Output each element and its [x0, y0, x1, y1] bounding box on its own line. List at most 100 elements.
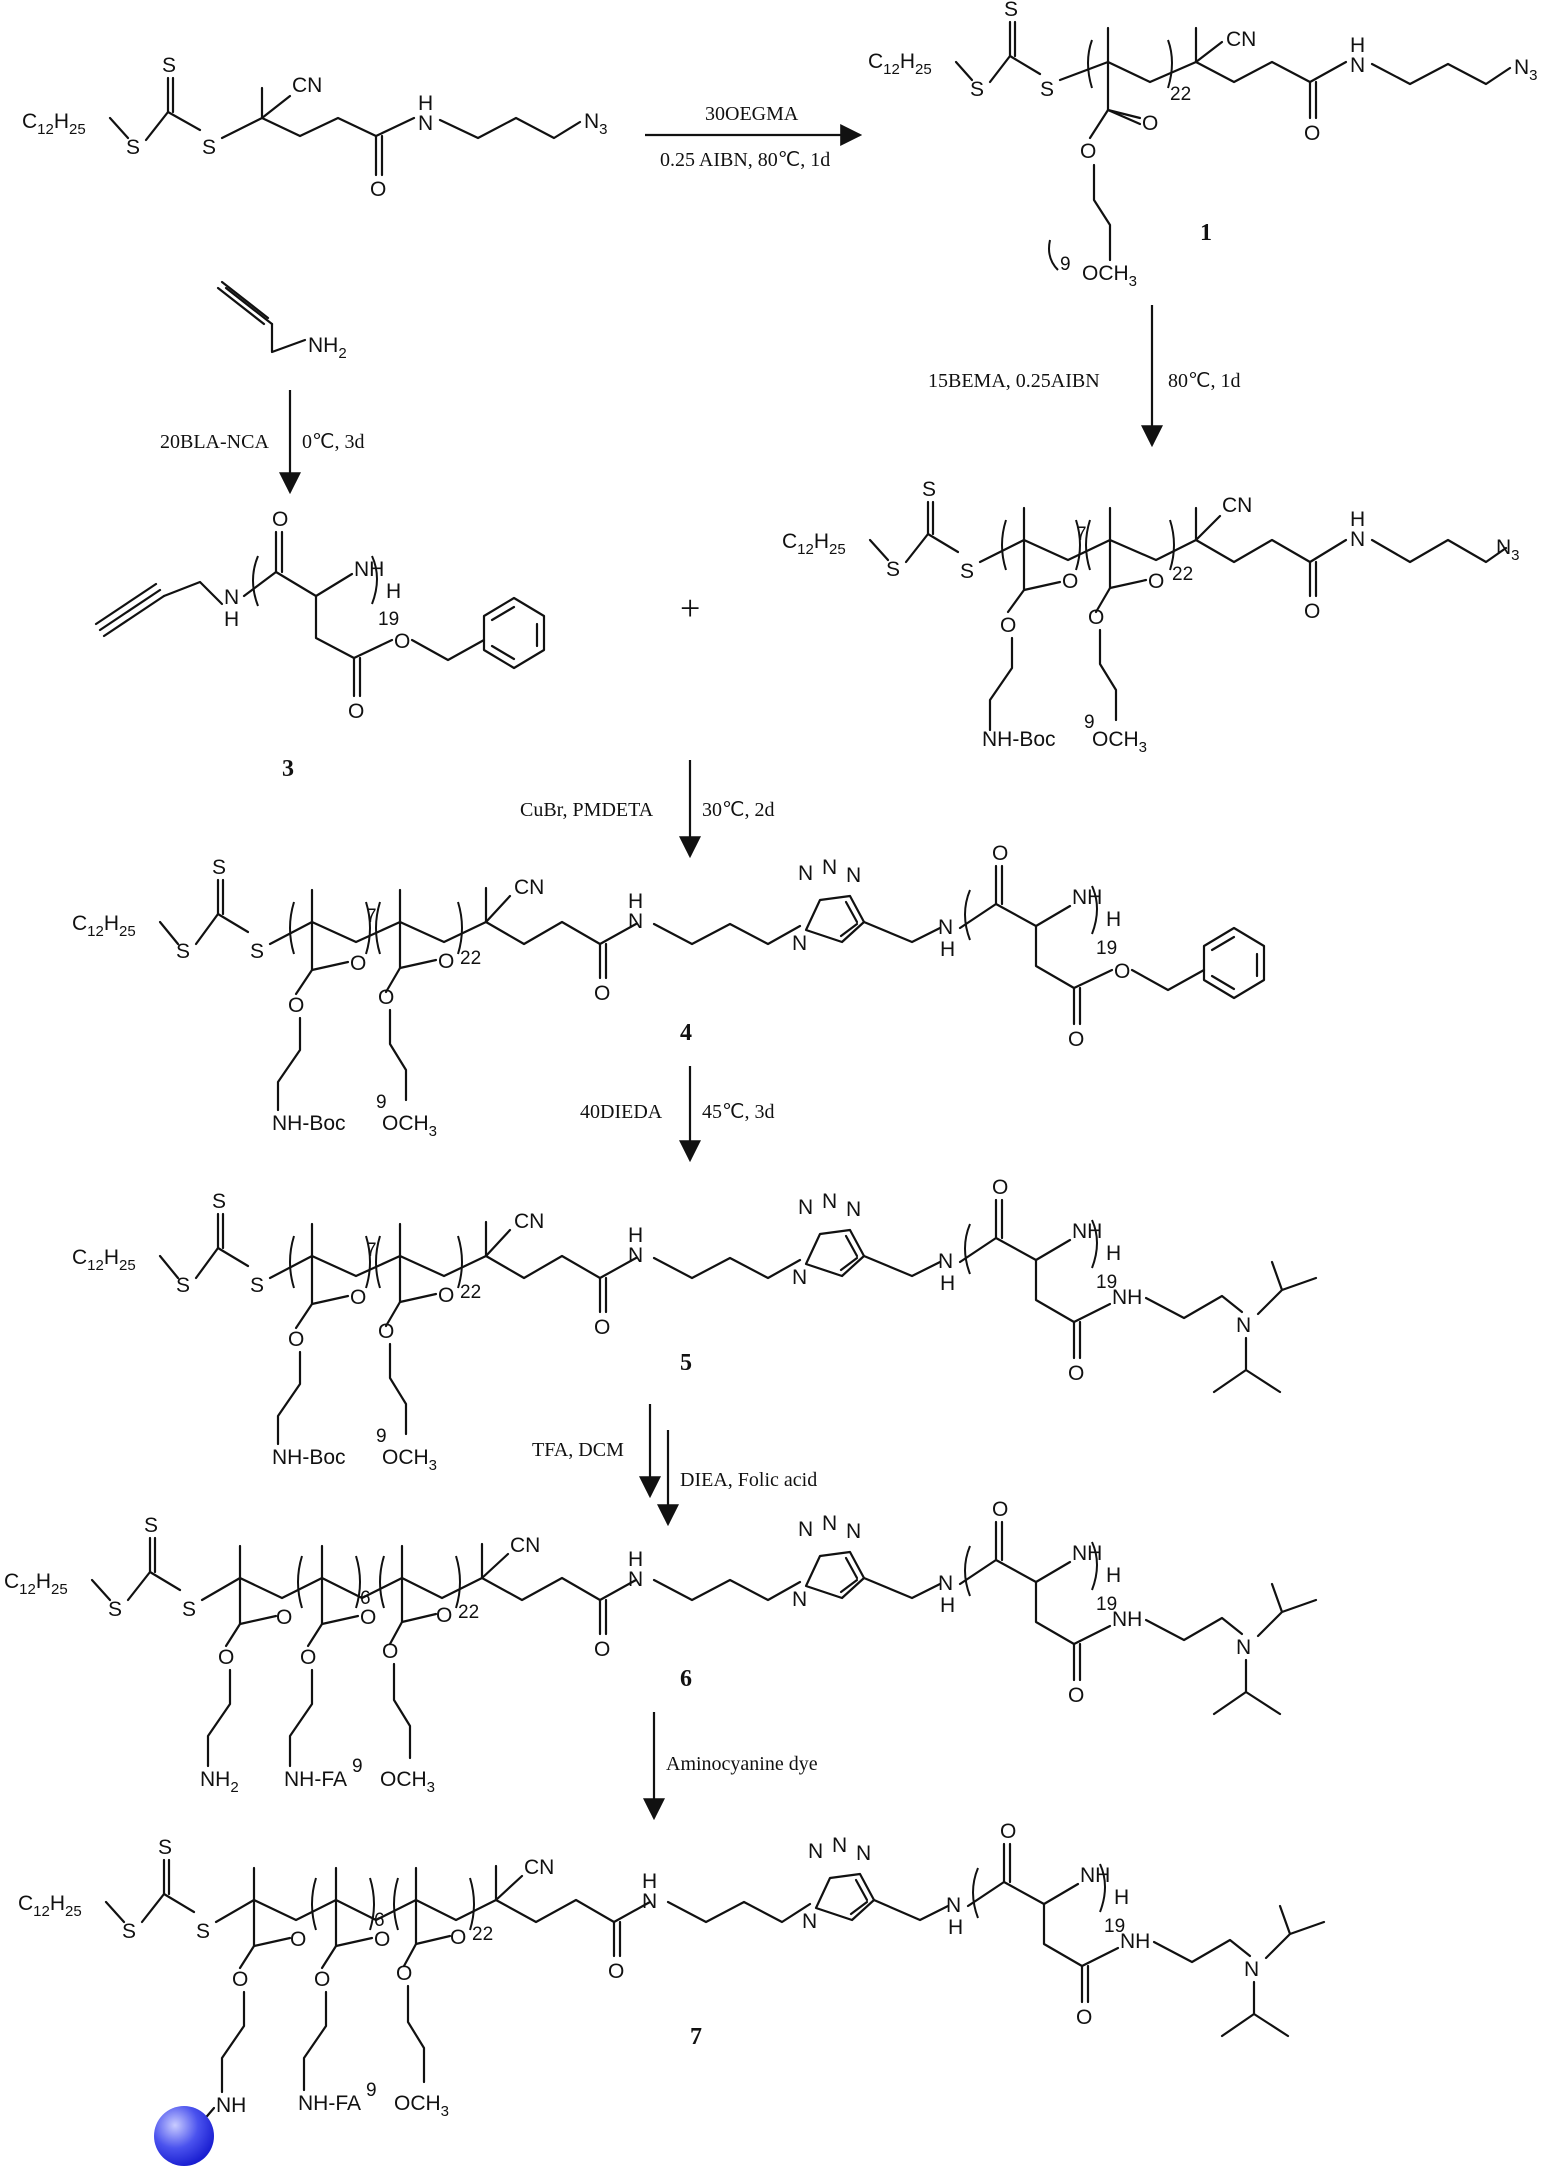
dp-oegma: 22 — [472, 1924, 493, 1945]
step6-arrows: TFA, DCM DIEA, Folic acid — [532, 1404, 817, 1527]
carbonyl-oxygen: O — [272, 508, 288, 531]
tertiary-amine-n: N — [1244, 1958, 1259, 1981]
dp-oegma: 22 — [458, 1602, 479, 1623]
step4-reagent: CuBr, PMDETA — [520, 799, 654, 821]
dp-bla: 19 — [1104, 1916, 1125, 1937]
carbonyl-oxygen: O — [992, 1176, 1008, 1199]
compound-number: 5 — [680, 1350, 692, 1376]
ester-oxygen: O — [1088, 606, 1104, 629]
plus-sign: + — [680, 588, 700, 628]
triazole-n: N — [792, 1266, 807, 1289]
amine-label: NH2 — [308, 334, 347, 362]
dye-linker-nh: NH — [216, 2094, 246, 2117]
ester-oxygen: O — [290, 1928, 306, 1951]
amide-h: H — [418, 92, 433, 115]
dp-oegma: 22 — [1170, 84, 1191, 105]
cyanine-dye-sphere — [154, 2106, 214, 2166]
propargylamine-structure: NH2 — [216, 280, 347, 362]
ester-oxygen: O — [288, 994, 304, 1017]
compound-number: 3 — [282, 756, 294, 782]
step3-conditions: 0℃, 3d — [302, 431, 364, 453]
ester-oxygen: O — [288, 1328, 304, 1351]
amide-n: N — [628, 910, 643, 933]
amide-h: H — [1350, 34, 1365, 57]
carbonyl-oxygen: O — [608, 1960, 624, 1983]
sulfur-atom: S — [886, 558, 900, 581]
amine-label: NH2 — [200, 1768, 239, 1796]
compound-4-structure: C12H25 S S S 7 22 O O NH-Boc O O 9 OCH3 … — [72, 842, 1266, 1140]
amide-h: H — [940, 938, 955, 961]
thione-sulfur: S — [922, 478, 936, 501]
methoxy-label: OCH3 — [1082, 262, 1137, 290]
methoxy-label: OCH3 — [382, 1446, 437, 1474]
compound-3-structure: N H O NH H 19 O O 3 — [94, 508, 546, 782]
ester-oxygen: O — [1080, 140, 1096, 163]
dodecyl-label: C12H25 — [4, 1570, 68, 1598]
step7-reagent: Aminocyanine dye — [666, 1753, 818, 1775]
triazole-n: N — [798, 1518, 813, 1541]
carbonyl-oxygen: O — [594, 1638, 610, 1661]
step6-reagent-a: TFA, DCM — [532, 1439, 624, 1461]
dp-peg: 9 — [376, 1426, 387, 1447]
step2-conditions: 80℃, 1d — [1168, 370, 1240, 392]
step5-conditions: 45℃, 3d — [702, 1101, 774, 1123]
carbonyl-oxygen: O — [1304, 600, 1320, 623]
dp-peg: 9 — [376, 1092, 387, 1113]
dp-oegma: 22 — [460, 1282, 481, 1303]
end-h: H — [386, 580, 401, 603]
amide-h: H — [1350, 508, 1365, 531]
thione-sulfur: S — [144, 1514, 158, 1537]
thione-sulfur: S — [158, 1836, 172, 1859]
amide-h: H — [642, 1870, 657, 1893]
end-h: H — [1106, 1242, 1121, 1265]
amide-n: N — [938, 916, 953, 939]
amide-h: H — [940, 1594, 955, 1617]
carbonyl-oxygen: O — [992, 1498, 1008, 1521]
amide-nh: NH — [1112, 1286, 1142, 1309]
triazole-n: N — [846, 1520, 861, 1543]
triazole-n: N — [798, 862, 813, 885]
nitrile-label: CN — [1222, 494, 1252, 517]
ester-oxygen: O — [438, 950, 454, 973]
step3-arrow: 20BLA-NCA 0℃, 3d — [160, 390, 364, 495]
ester-oxygen: O — [374, 1928, 390, 1951]
amide-h: H — [628, 1224, 643, 1247]
dp-peg: 9 — [1084, 712, 1095, 733]
methoxy-label: OCH3 — [394, 2092, 449, 2120]
dp-bema: 7 — [1076, 524, 1087, 545]
backbone-nh: NH — [354, 558, 384, 581]
triazole-n: N — [832, 1834, 847, 1857]
carbonyl-oxygen: O — [1068, 1684, 1084, 1707]
sulfur-atom: S — [202, 136, 216, 159]
raft-agent-azide: C12H25 S S S CN O H N N3 — [22, 54, 608, 201]
ester-oxygen: O — [1062, 570, 1078, 593]
dp-bla: 19 — [1096, 1272, 1117, 1293]
ester-oxygen: O — [300, 1646, 316, 1669]
amide-n: N — [1350, 528, 1365, 551]
dp-peg: 9 — [366, 2080, 377, 2101]
azide-label: N3 — [1496, 536, 1520, 564]
methoxy-label: OCH3 — [380, 1768, 435, 1796]
dodecyl-label: C12H25 — [22, 110, 86, 138]
ester-oxygen: O — [1142, 112, 1158, 135]
dp-bema: 7 — [366, 1240, 377, 1261]
thione-sulfur: S — [212, 1190, 226, 1213]
triazole-n: N — [792, 932, 807, 955]
triazole-n: N — [802, 1910, 817, 1933]
ester-oxygen: O — [1148, 570, 1164, 593]
amide-n: N — [224, 586, 239, 609]
thione-sulfur: S — [1004, 0, 1018, 21]
ester-oxygen: O — [350, 1286, 366, 1309]
nitrile-label: CN — [524, 1856, 554, 1879]
dodecyl-label: C12H25 — [72, 1246, 136, 1274]
compound-6-structure: C12H25 S S S 6 22 O O NH2 O O NH-FA O O — [4, 1498, 1318, 1796]
carbonyl-oxygen: O — [1304, 122, 1320, 145]
end-h: H — [1114, 1886, 1129, 1909]
sulfur-atom: S — [182, 1598, 196, 1621]
tertiary-amine-n: N — [1236, 1636, 1251, 1659]
step6-reagent-b: DIEA, Folic acid — [680, 1469, 817, 1491]
amide-h: H — [628, 890, 643, 913]
methoxy-label: OCH3 — [382, 1112, 437, 1140]
ester-oxygen: O — [350, 952, 366, 975]
step1-conditions: 0.25 AIBN, 80℃, 1d — [660, 149, 830, 171]
